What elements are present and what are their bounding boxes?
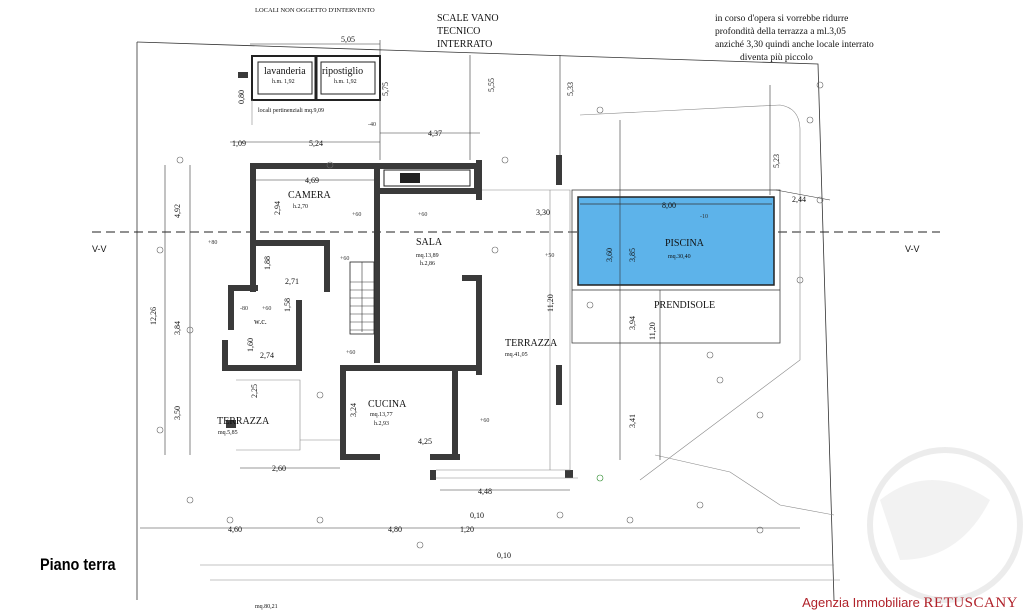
elevation-mark: -40: [368, 122, 376, 128]
note-corso-2: profondità della terrazza a ml.3,05: [715, 26, 846, 37]
dim-109: 1,09: [232, 139, 246, 148]
room-ripostiglio: ripostiglio: [322, 66, 363, 77]
dim-341: 3,41: [628, 414, 637, 428]
elevation-mark: +80: [208, 240, 217, 246]
dim-010a: 0,10: [470, 511, 484, 520]
terrace-outlines: [236, 189, 578, 479]
survey-markers: [156, 81, 824, 549]
dim-080: 0,80: [237, 90, 246, 104]
dim-1226: 12,26: [149, 307, 158, 325]
dim-350: 3,50: [173, 406, 182, 420]
elevation-mark: -10: [700, 214, 708, 220]
note-mq-total: mq.80,21: [255, 604, 278, 610]
dim-575: 5,75: [381, 82, 390, 96]
note-corso-1: in corso d'opera si vorrebbe ridurre: [715, 14, 848, 24]
dim-160: 1,60: [246, 338, 255, 352]
note-locali-non-oggetto: LOCALI NON OGGETTO D'INTERVENTO: [255, 7, 375, 14]
dim-260: 2,60: [272, 464, 286, 473]
room-lavanderia-height: h.m. 1,92: [272, 79, 295, 85]
agency-credit: Agenzia Immobiliare RETUSCANY: [802, 595, 1018, 612]
dim-010b: 0,10: [497, 551, 511, 560]
note-corso-3: anziché 3,30 quindi anche locale interra…: [715, 40, 874, 50]
house-walls: [222, 155, 573, 480]
elevation-mark: +60: [480, 418, 489, 424]
dim-244: 2,44: [792, 195, 806, 204]
note-scale-3: INTERRATO: [437, 39, 492, 50]
room-terrazza-small-area: mq.5,85: [218, 430, 238, 436]
elevation-mark: +60: [352, 212, 361, 218]
elevation-mark: -80: [240, 306, 248, 312]
dim-330: 3,30: [536, 208, 550, 217]
room-cucina-area: mq.13,77: [370, 412, 393, 418]
dim-294: 2,94: [273, 201, 282, 215]
room-camera-height: h.2,70: [293, 204, 308, 210]
dim-460: 4,60: [228, 525, 242, 534]
dim-120: 1,20: [460, 525, 474, 534]
page-title: Piano terra: [40, 555, 116, 574]
elevation-mark: +60: [340, 256, 349, 262]
dim-324: 3,24: [349, 403, 358, 417]
room-lavanderia: lavanderia: [264, 66, 306, 77]
dim-469: 4,69: [305, 176, 319, 185]
room-terrazza-big: TERRAZZA: [505, 338, 558, 349]
elevation-mark: +50: [545, 253, 554, 259]
agency-brand: RETUSCANY: [923, 595, 1018, 611]
dim-555: 5,55: [487, 78, 496, 92]
agency-prefix: Agenzia Immobiliare: [802, 595, 924, 610]
elevation-mark: +60: [346, 350, 355, 356]
room-wc: w.c.: [254, 317, 267, 326]
room-piscina: PISCINA: [665, 238, 705, 249]
room-prendisole: PRENDISOLE: [654, 300, 715, 311]
site-boundary: [136, 41, 840, 601]
dim-533: 5,33: [566, 82, 575, 96]
elevation-mark: +60: [418, 212, 427, 218]
dim-274: 2,74: [260, 351, 274, 360]
dim-394: 3,94: [628, 316, 637, 330]
storage-block: lavanderia h.m. 1,92 ripostiglio h.m. 1,…: [238, 55, 381, 125]
room-cucina: CUCINA: [368, 399, 407, 410]
dim-524: 5,24: [309, 139, 323, 148]
elevation-mark: +60: [262, 306, 271, 312]
dim-425: 4,25: [418, 437, 432, 446]
room-sala: SALA: [416, 237, 443, 248]
section-line: V-V V-V: [92, 231, 940, 254]
dim-1120a: 11,20: [546, 294, 555, 312]
dim-492: 4,92: [173, 204, 182, 218]
dim-800: 8,00: [662, 201, 676, 210]
dim-480: 4,80: [388, 525, 402, 534]
room-sala-height: h.2,86: [420, 261, 435, 267]
note-scale-1: SCALE VANO: [437, 13, 499, 24]
dim-225: 2,25: [250, 384, 259, 398]
note-corso-4: diventa più piccolo: [740, 53, 813, 63]
dim-437: 4,37: [428, 129, 442, 138]
watermark-logo: [867, 447, 1023, 603]
room-cucina-height: h.2,93: [374, 421, 389, 427]
dim-1120b: 11,20: [648, 322, 657, 340]
dim-360: 3,60: [605, 248, 614, 262]
dim-384: 3,84: [173, 321, 182, 335]
dim-448: 4,48: [478, 487, 492, 496]
dim-158: 1,58: [283, 298, 292, 312]
dim-505: 5,05: [341, 35, 355, 44]
dim-188: 1,88: [263, 256, 272, 270]
room-piscina-area: mq.30,40: [668, 254, 691, 260]
pool: PISCINA mq.30,40 PRENDISOLE: [571, 104, 801, 481]
dimension-lines: [140, 40, 831, 529]
dim-385: 3,85: [628, 248, 637, 262]
room-camera: CAMERA: [288, 190, 332, 201]
dim-523: 5,23: [772, 154, 781, 168]
note-scale-2: TECNICO: [437, 26, 480, 37]
room-sala-area: mq.13,89: [416, 253, 439, 259]
section-label-left: V-V: [92, 244, 107, 254]
section-label-right: V-V: [905, 244, 920, 254]
note-pertinenziali: locali pertinenziali mq.9,09: [258, 108, 324, 114]
dimension-labels: 5,05 0,80 5,75 5,55 5,33 1,09 5,24 4,37 …: [149, 35, 806, 560]
room-ripostiglio-height: h.m. 1,92: [334, 79, 357, 85]
room-terrazza-big-area: mq.41,05: [505, 352, 528, 358]
room-terrazza-small: TERRAZZA: [217, 416, 270, 427]
elevation-marks: +60 +60 +60 +60 +60 +60 +80 -10 -40 -80 …: [208, 122, 708, 424]
dim-271: 2,71: [285, 277, 299, 286]
